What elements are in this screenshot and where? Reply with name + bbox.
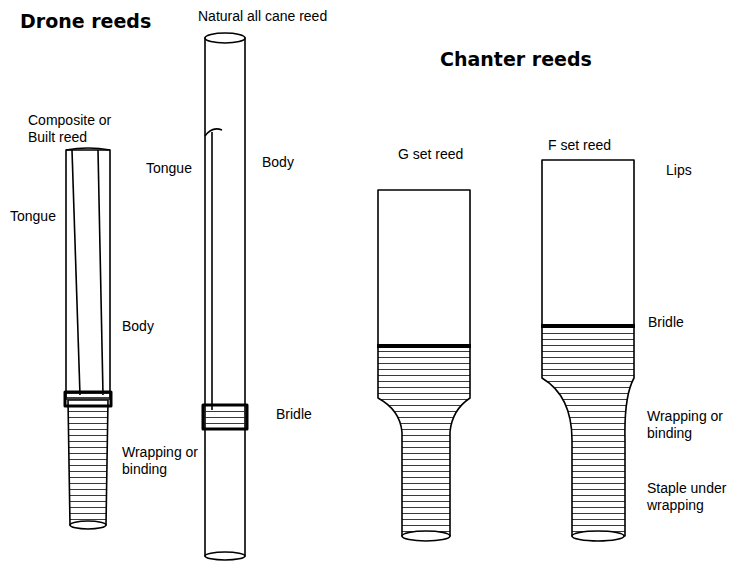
- part-label: Wrapping or binding: [122, 444, 202, 478]
- composite-drone-reed: [65, 148, 111, 529]
- part-label: Body: [122, 318, 154, 335]
- part-label: Tongue: [146, 160, 192, 177]
- reed-title: Natural all cane reed: [198, 8, 327, 25]
- part-label: Body: [262, 154, 294, 171]
- part-label: Lips: [666, 162, 692, 179]
- part-label: Bridle: [648, 314, 684, 331]
- part-label: Wrapping or binding: [647, 408, 731, 442]
- g-set-chanter-reed: [377, 190, 471, 541]
- part-label: Tongue: [10, 208, 56, 225]
- part-label: Bridle: [276, 406, 312, 423]
- f-set-chanter-reed: [541, 160, 635, 541]
- reed-title: F set reed: [548, 137, 611, 154]
- group-heading: Drone reeds: [20, 10, 151, 33]
- reed-title: Composite or Built reed: [28, 112, 138, 146]
- group-heading: Chanter reeds: [440, 48, 592, 71]
- reed-title: G set reed: [398, 146, 463, 163]
- cane-drone-reed: [203, 33, 247, 560]
- part-label: Staple under wrapping: [647, 480, 731, 514]
